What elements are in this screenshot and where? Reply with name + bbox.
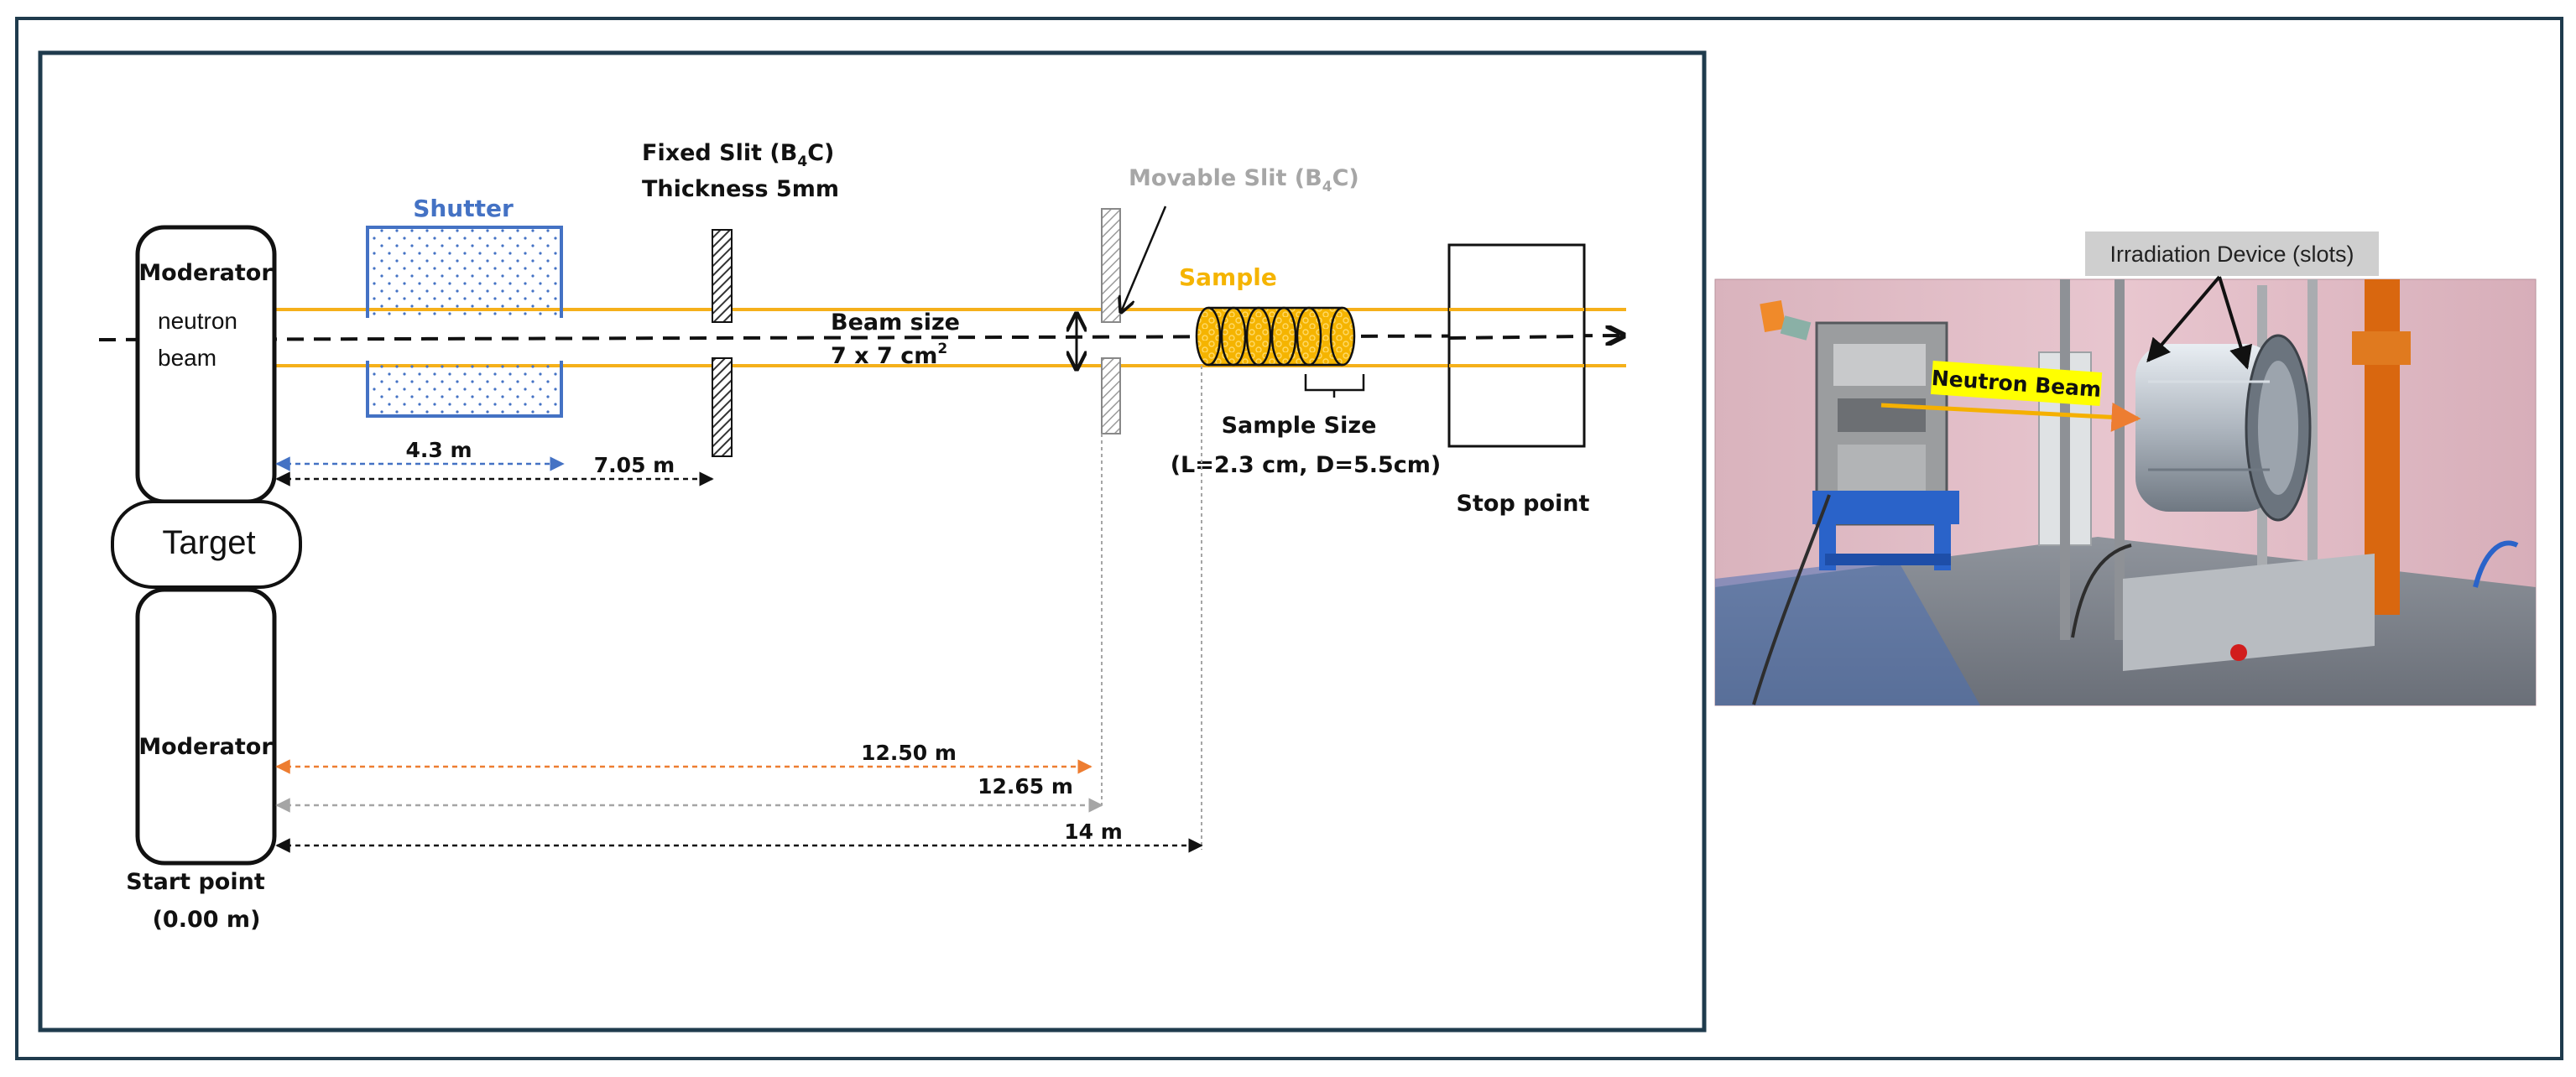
callout-pointer-2 — [2218, 276, 2253, 370]
movable-slit-lower — [1101, 357, 1121, 434]
fixed-slit-lower — [712, 357, 733, 457]
dim-12-65-label: 12.65 m — [978, 774, 1073, 799]
movable-slit-pointer — [1121, 206, 1167, 312]
callout-pointer-1 — [2146, 275, 2221, 363]
movable-slit-upper — [1101, 208, 1121, 323]
dim-14-label: 14 m — [1064, 819, 1123, 844]
schematic-panel — [38, 50, 1707, 1033]
stop-point-box — [1447, 243, 1586, 448]
photo-beam-arrow — [1880, 402, 2141, 432]
fixed-slit-label: Fixed Slit (B4C) — [642, 140, 834, 170]
moderator-top-label: Moderator — [138, 260, 273, 286]
photo-beam-label: Neutron Beam — [1930, 361, 2103, 406]
shutter-lower — [368, 361, 561, 416]
sample-label: Sample — [1179, 263, 1277, 291]
neutron-beam-label-1: neutron — [158, 308, 237, 334]
sample-size-brace — [1304, 374, 1365, 398]
dim-fixed-slit-label: 7.05 m — [594, 453, 675, 477]
stop-point-label: Stop point — [1457, 491, 1590, 517]
dim-12-50-label: 12.50 m — [861, 741, 957, 765]
moderator-bottom — [135, 587, 277, 866]
dim-shutter-label: 4.3 m — [405, 438, 472, 462]
irradiation-callout-label: Irradiation Device (slots) — [2109, 242, 2354, 267]
moderator-bottom-label: Moderator — [138, 734, 273, 760]
irradiation-callout-box — [2085, 232, 2379, 276]
target-label: Target — [162, 524, 255, 561]
beam-size-label: Beam size — [831, 310, 960, 336]
fixed-slit-thickness: Thickness 5mm — [642, 176, 839, 202]
sample-cylinders — [1195, 306, 1356, 367]
fixed-slit-upper — [712, 229, 733, 323]
target — [111, 500, 302, 589]
beam-axis — [98, 336, 1624, 340]
sample-size-label: Sample Size — [1222, 413, 1377, 439]
shutter-outline — [366, 226, 563, 418]
movable-slit-label: Movable Slit (B4C) — [1129, 165, 1359, 195]
sample-size-value: (L=2.3 cm, D=5.5cm) — [1171, 452, 1442, 478]
neutron-beam-label-2: beam — [158, 345, 216, 371]
beam-size-value: 7 x 7 cm2 — [831, 341, 947, 369]
start-point-value: (0.00 m) — [153, 907, 261, 933]
start-point-label: Start point — [126, 869, 265, 895]
irradiation-device-photo — [1714, 278, 2537, 706]
shutter-label: Shutter — [413, 195, 514, 222]
shutter-upper — [368, 227, 561, 318]
